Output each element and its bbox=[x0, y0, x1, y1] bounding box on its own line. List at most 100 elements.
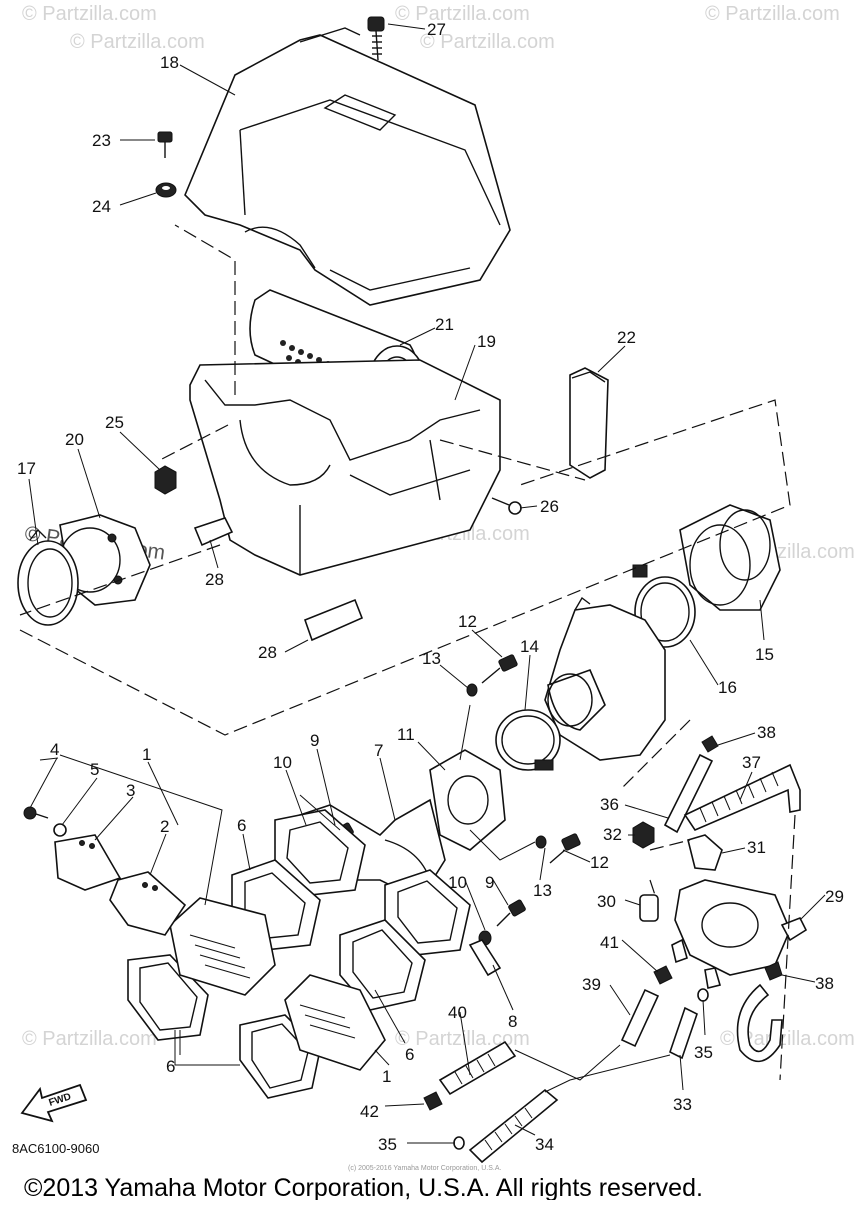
callout-12: 12 bbox=[590, 853, 609, 872]
callout-13: 13 bbox=[533, 881, 552, 900]
callout-23: 23 bbox=[92, 131, 111, 150]
callout-26: 26 bbox=[540, 497, 559, 516]
collar-30 bbox=[639, 894, 659, 922]
washer-13 bbox=[466, 683, 547, 849]
callout-10: 10 bbox=[448, 873, 467, 892]
bolt-27 bbox=[367, 16, 385, 61]
watermark: © Partzilla.com bbox=[420, 31, 555, 53]
carburetor bbox=[544, 596, 666, 761]
bolt-12 bbox=[481, 654, 581, 864]
callout-14: 14 bbox=[520, 637, 539, 656]
callout-20: 20 bbox=[65, 430, 84, 449]
callout-4: 4 bbox=[50, 740, 59, 759]
callout-11: 11 bbox=[397, 725, 415, 744]
callout-22: 22 bbox=[617, 328, 636, 347]
assembly-outline bbox=[19, 224, 791, 736]
callout-41: 41 bbox=[600, 933, 619, 952]
callout-37: 37 bbox=[742, 753, 761, 772]
grommet-24 bbox=[155, 182, 177, 198]
callout-16: 16 bbox=[718, 678, 737, 697]
callout-39: 39 bbox=[582, 975, 601, 994]
callout-7: 7 bbox=[374, 741, 383, 760]
screw-4 bbox=[23, 806, 49, 820]
holder-11 bbox=[429, 749, 506, 851]
callout-10: 10 bbox=[273, 753, 292, 772]
watermark: © Partzilla.com bbox=[395, 3, 530, 25]
callout-15: 15 bbox=[755, 645, 774, 664]
reed-3 bbox=[54, 834, 122, 891]
clamp-38 bbox=[701, 735, 783, 981]
callout-3: 3 bbox=[126, 781, 135, 800]
watermark: © Partzilla.com bbox=[705, 3, 840, 25]
hose-39 bbox=[620, 988, 660, 1048]
callout-6: 6 bbox=[237, 816, 246, 835]
group-brackets bbox=[39, 704, 536, 1066]
callout-5: 5 bbox=[90, 760, 99, 779]
callout-9: 9 bbox=[310, 731, 319, 750]
spacer-28 bbox=[193, 517, 364, 642]
callout-19: 19 bbox=[477, 332, 496, 351]
callout-38: 38 bbox=[757, 723, 776, 742]
callout-28: 28 bbox=[258, 643, 277, 662]
clamp-17 bbox=[17, 528, 79, 626]
airbox-case-19 bbox=[189, 359, 501, 576]
callout-18: 18 bbox=[160, 53, 179, 72]
reed-valve-assembly-1 bbox=[169, 897, 386, 1071]
watermark: © Partzilla.com bbox=[70, 31, 205, 53]
callout-6: 6 bbox=[405, 1045, 414, 1064]
callout-13: 13 bbox=[422, 649, 441, 668]
callout-9: 9 bbox=[485, 873, 494, 892]
callout-32: 32 bbox=[603, 825, 622, 844]
callout-33: 33 bbox=[673, 1095, 692, 1114]
callout-2: 2 bbox=[160, 817, 169, 836]
callout-42: 42 bbox=[360, 1102, 379, 1121]
clamp-41 bbox=[653, 965, 673, 985]
reed-stopper-2 bbox=[109, 871, 187, 936]
intake-joint-15 bbox=[679, 504, 781, 611]
callout-21: 21 bbox=[435, 315, 454, 334]
watermark: © Partzilla.com bbox=[395, 1028, 530, 1050]
diagram-part-code: 8AC6100-9060 bbox=[12, 1141, 99, 1156]
hose-34 bbox=[468, 1088, 559, 1164]
callout-38: 38 bbox=[815, 974, 834, 993]
callout-1: 1 bbox=[142, 745, 151, 764]
gasket-22 bbox=[569, 367, 609, 479]
callout-27: 27 bbox=[427, 20, 446, 39]
callout-35: 35 bbox=[694, 1043, 713, 1062]
callout-8: 8 bbox=[508, 1012, 517, 1031]
clamp-14 bbox=[495, 709, 561, 771]
copyright-footer: ©2013 Yamaha Motor Corporation, U.S.A. A… bbox=[24, 1174, 703, 1200]
hose-36-37 bbox=[663, 753, 801, 834]
callout-24: 24 bbox=[92, 197, 111, 216]
fwd-arrow-icon: FWD bbox=[20, 1083, 88, 1123]
screw-23 bbox=[157, 131, 173, 158]
watermark: © Partzilla.com bbox=[22, 3, 157, 25]
washer-5 bbox=[53, 823, 67, 837]
bracket-31 bbox=[687, 834, 723, 871]
callout-28: 28 bbox=[205, 570, 224, 589]
callout-25: 25 bbox=[105, 413, 124, 432]
leader-lines bbox=[28, 23, 826, 1144]
clamp-42 bbox=[423, 1091, 443, 1111]
callout-17: 17 bbox=[17, 459, 36, 478]
callout-29: 29 bbox=[825, 887, 844, 906]
callout-30: 30 bbox=[597, 892, 616, 911]
hose-33 bbox=[669, 1006, 698, 1060]
hose-38-loop bbox=[736, 983, 783, 1063]
fuel-pump-29 bbox=[671, 879, 808, 989]
callout-36: 36 bbox=[600, 795, 619, 814]
callout-12: 12 bbox=[458, 612, 477, 631]
callout-35: 35 bbox=[378, 1135, 397, 1154]
nut-25 bbox=[154, 465, 177, 495]
screw-26 bbox=[491, 497, 522, 515]
fine-print: (c) 2005-2016 Yamaha Motor Corporation, … bbox=[348, 1165, 501, 1172]
nut-32 bbox=[632, 821, 655, 849]
watermark: © Partzilla.com bbox=[720, 1028, 855, 1050]
callout-6: 6 bbox=[166, 1057, 175, 1076]
callout-34: 34 bbox=[535, 1135, 554, 1154]
callout-1: 1 bbox=[382, 1067, 391, 1086]
airbox-cover-18 bbox=[184, 27, 511, 306]
callout-31: 31 bbox=[747, 838, 766, 857]
